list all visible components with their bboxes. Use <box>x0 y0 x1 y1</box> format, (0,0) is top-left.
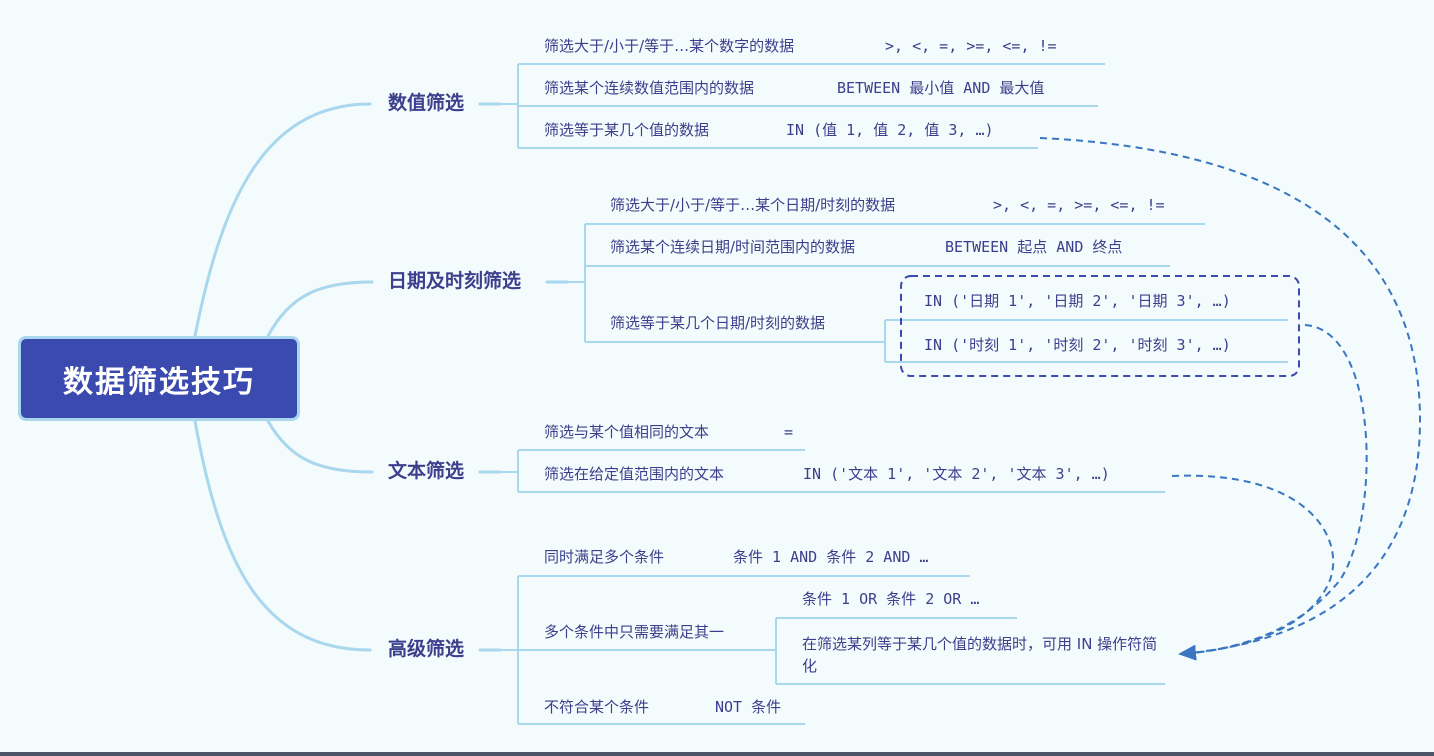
datetime-in-group-box <box>900 275 1300 377</box>
advanced-item-1[interactable]: 同时满足多个条件 <box>544 548 665 566</box>
advanced-note: 在筛选某列等于某几个值的数据时，可用 IN 操作符简化 <box>802 635 1158 675</box>
connector-root-numeric <box>193 102 372 338</box>
datetime-item-1[interactable]: 筛选大于/小于/等于…某个日期/时刻的数据 <box>610 196 896 214</box>
datetime-syntax-1: >, <, =, >=, <=, != <box>993 196 1165 214</box>
text-item-1[interactable]: 筛选与某个值相同的文本 <box>544 423 710 441</box>
connector-root-text <box>266 419 374 474</box>
numeric-item-3[interactable]: 筛选等于某几个值的数据 <box>544 121 710 139</box>
datetime-item-2[interactable]: 筛选某个连续日期/时间范围内的数据 <box>610 238 856 256</box>
arrow-from-text-in <box>1171 474 1335 655</box>
datetime-syntax-3b: IN ('时刻 1', '时刻 2', '时刻 3', …) <box>924 336 1231 354</box>
datetime-item-3[interactable]: 筛选等于某几个日期/时刻的数据 <box>610 314 826 332</box>
text-syntax-2: IN ('文本 1', '文本 2', '文本 3', …) <box>803 465 1110 483</box>
arrow-from-numeric-in <box>1039 137 1422 661</box>
root-node[interactable]: 数据筛选技巧 <box>18 336 300 421</box>
connector-root-advanced <box>193 419 372 652</box>
datetime-syntax-3a: IN ('日期 1', '日期 2', '日期 3', …) <box>924 292 1231 310</box>
text-item-2[interactable]: 筛选在给定值范围内的文本 <box>544 465 725 483</box>
branch-advanced[interactable]: 高级筛选 <box>388 638 465 660</box>
numeric-syntax-3: IN (值 1, 值 2, 值 3, …) <box>786 121 994 139</box>
advanced-item-2[interactable]: 多个条件中只需要满足其一 <box>544 623 725 641</box>
advanced-syntax-3: NOT 条件 <box>715 698 782 716</box>
advanced-syntax-1: 条件 1 AND 条件 2 AND … <box>733 548 929 566</box>
connector-root-datetime <box>266 280 374 338</box>
datetime-syntax-2: BETWEEN 起点 AND 终点 <box>945 238 1123 256</box>
advanced-syntax-2: 条件 1 OR 条件 2 OR … <box>802 590 980 608</box>
numeric-syntax-2: BETWEEN 最小值 AND 最大值 <box>837 79 1045 97</box>
bracket-numeric <box>500 64 519 148</box>
window-bottom-border <box>0 752 1434 756</box>
text-syntax-1: = <box>784 423 794 441</box>
numeric-item-1[interactable]: 筛选大于/小于/等于…某个数字的数据 <box>544 37 795 55</box>
branch-numeric[interactable]: 数值筛选 <box>388 92 465 114</box>
numeric-syntax-1: >, <, =, >=, <=, != <box>885 37 1057 55</box>
root-title: 数据筛选技巧 <box>63 364 255 400</box>
branch-datetime[interactable]: 日期及时刻筛选 <box>388 270 522 292</box>
advanced-item-3[interactable]: 不符合某个条件 <box>544 698 650 716</box>
numeric-item-2[interactable]: 筛选某个连续数值范围内的数据 <box>544 79 755 97</box>
branch-text[interactable]: 文本筛选 <box>388 460 465 482</box>
